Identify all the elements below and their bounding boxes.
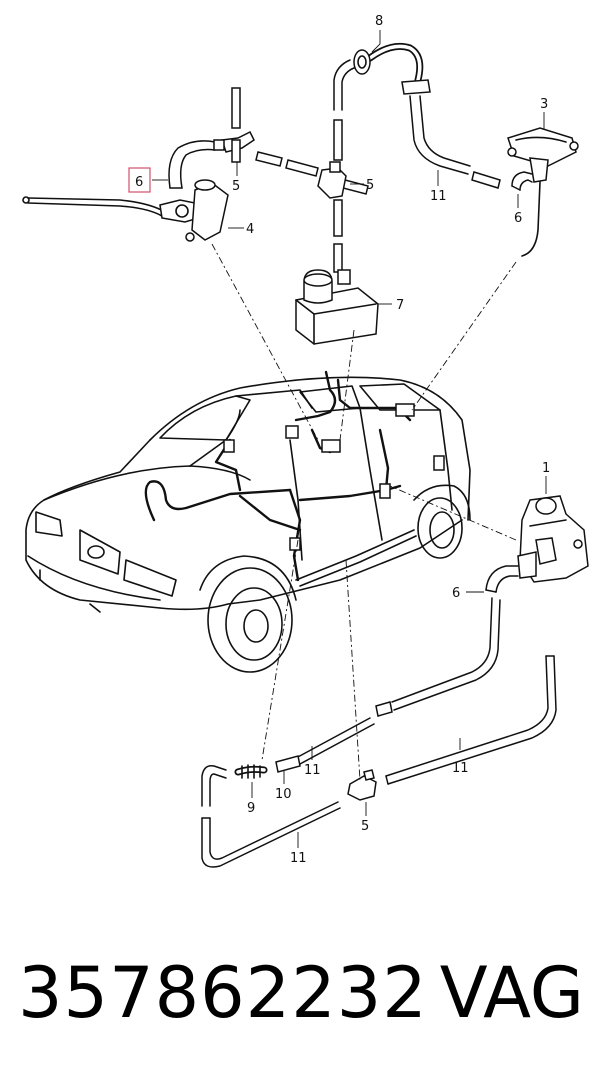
hose-11-lower-right — [375, 597, 501, 717]
callout-7: 7 — [396, 298, 404, 313]
footer: 357862232 VAG — [0, 938, 600, 1048]
callout-5-upper-a: 5 — [232, 179, 240, 194]
car-outline — [25, 376, 471, 673]
callout-8: 8 — [375, 14, 383, 29]
callout-4: 4 — [246, 222, 254, 237]
hose-6-top-left — [168, 140, 216, 189]
hose-6-right — [485, 565, 519, 593]
callout-6-top-right: 6 — [514, 211, 522, 226]
callout-9: 9 — [247, 801, 255, 816]
callout-11-lower-mid: 11 — [304, 763, 321, 778]
callout-5-lower: 5 — [361, 819, 369, 834]
callout-11-upper: 11 — [430, 189, 447, 204]
hose-left-curve — [201, 764, 227, 807]
hose-8 — [353, 42, 431, 95]
hose-9 — [234, 764, 268, 779]
callout-6-right: 6 — [452, 586, 460, 601]
car-hose-routing — [144, 370, 445, 582]
callout-6-top-left: 6 — [135, 175, 143, 190]
callout-3: 3 — [540, 97, 548, 112]
hose-11-long — [385, 655, 557, 785]
callout-11-lower-right: 11 — [452, 761, 469, 776]
parts-diagram: 8 3 6 5 5 4 11 6 7 1 6 11 11 9 10 5 11 — [22, 14, 589, 868]
callout-leaders — [152, 30, 547, 848]
pump-1 — [517, 495, 589, 583]
callout-10: 10 — [275, 787, 292, 802]
hose-11-bottom — [201, 801, 341, 868]
hose-6-top-right — [511, 171, 533, 191]
nozzle-3 — [507, 127, 579, 257]
callout-5-upper-b: 5 — [366, 178, 374, 193]
hose-11-upper — [409, 95, 501, 189]
actuator-4 — [22, 179, 229, 242]
highlighted-callout-box — [128, 167, 151, 193]
reference-lines — [211, 243, 517, 781]
callout-labels: 8 3 6 5 5 4 11 6 7 1 6 11 11 9 10 5 11 — [135, 14, 550, 866]
callout-1: 1 — [542, 461, 550, 476]
brand-label: VAG — [439, 952, 584, 1034]
hose-11-mid — [275, 717, 375, 773]
connector-5-left — [213, 87, 255, 163]
callout-11-bottom: 11 — [290, 851, 307, 866]
connector-5-lower — [347, 769, 377, 801]
reservoir-7 — [295, 269, 379, 345]
riser-pipe — [333, 59, 355, 111]
pipe-segments-upper — [255, 119, 369, 273]
connector-5-right — [317, 161, 347, 199]
part-number: 357862232 — [18, 952, 428, 1034]
